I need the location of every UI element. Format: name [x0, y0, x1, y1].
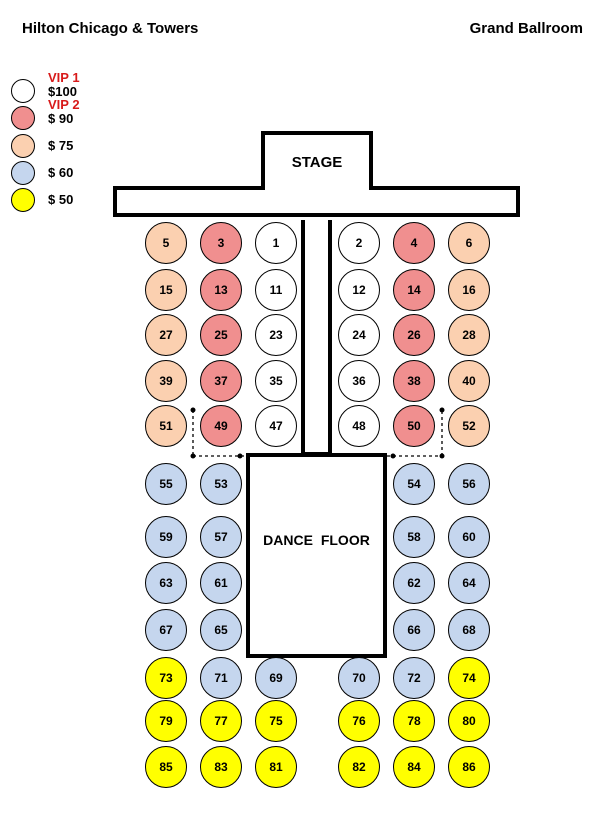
stage-joint [265, 184, 369, 190]
table-38: 38 [393, 360, 435, 402]
legend-swatch [11, 79, 35, 103]
table-49: 49 [200, 405, 242, 447]
table-79: 79 [145, 700, 187, 742]
table-40: 40 [448, 360, 490, 402]
table-2: 2 [338, 222, 380, 264]
table-51: 51 [145, 405, 187, 447]
table-1: 1 [255, 222, 297, 264]
legend-swatch [11, 106, 35, 130]
table-75: 75 [255, 700, 297, 742]
stage-label: STAGE [291, 154, 343, 171]
table-78: 78 [393, 700, 435, 742]
legend-tier-label: VIP 2 [48, 97, 80, 112]
table-50: 50 [393, 405, 435, 447]
table-14: 14 [393, 269, 435, 311]
table-58: 58 [393, 516, 435, 558]
table-24: 24 [338, 314, 380, 356]
table-25: 25 [200, 314, 242, 356]
table-66: 66 [393, 609, 435, 651]
table-71: 71 [200, 657, 242, 699]
table-61: 61 [200, 562, 242, 604]
table-28: 28 [448, 314, 490, 356]
table-68: 68 [448, 609, 490, 651]
table-59: 59 [145, 516, 187, 558]
table-52: 52 [448, 405, 490, 447]
table-62: 62 [393, 562, 435, 604]
table-74: 74 [448, 657, 490, 699]
table-73: 73 [145, 657, 187, 699]
table-26: 26 [393, 314, 435, 356]
table-80: 80 [448, 700, 490, 742]
table-27: 27 [145, 314, 187, 356]
legend-tier-label: VIP 1 [48, 70, 80, 85]
stage-platform [261, 131, 373, 189]
table-81: 81 [255, 746, 297, 788]
legend-item-50: $ 50 [11, 188, 151, 216]
table-16: 16 [448, 269, 490, 311]
table-15: 15 [145, 269, 187, 311]
venue-title: Hilton Chicago & Towers [22, 20, 199, 37]
table-57: 57 [200, 516, 242, 558]
table-37: 37 [200, 360, 242, 402]
legend-price: $ 75 [48, 138, 74, 153]
table-60: 60 [448, 516, 490, 558]
table-12: 12 [338, 269, 380, 311]
table-53: 53 [200, 463, 242, 505]
legend-item-vip1: VIP 1 $100 [11, 71, 151, 107]
table-5: 5 [145, 222, 187, 264]
table-11: 11 [255, 269, 297, 311]
table-6: 6 [448, 222, 490, 264]
table-23: 23 [255, 314, 297, 356]
legend-item-60: $ 60 [11, 161, 151, 189]
legend-item-75: $ 75 [11, 134, 151, 162]
legend-price: $ 90 [48, 111, 74, 126]
dance-floor [246, 453, 387, 658]
legend-item-vip2: VIP 2 $ 90 [11, 98, 151, 134]
legend-price: $ 60 [48, 165, 74, 180]
table-82: 82 [338, 746, 380, 788]
table-47: 47 [255, 405, 297, 447]
table-3: 3 [200, 222, 242, 264]
legend-price: $ 50 [48, 192, 74, 207]
table-67: 67 [145, 609, 187, 651]
table-70: 70 [338, 657, 380, 699]
table-77: 77 [200, 700, 242, 742]
table-86: 86 [448, 746, 490, 788]
table-36: 36 [338, 360, 380, 402]
table-48: 48 [338, 405, 380, 447]
table-69: 69 [255, 657, 297, 699]
table-72: 72 [393, 657, 435, 699]
table-65: 65 [200, 609, 242, 651]
table-63: 63 [145, 562, 187, 604]
legend-swatch [11, 161, 35, 185]
table-83: 83 [200, 746, 242, 788]
table-4: 4 [393, 222, 435, 264]
legend-swatch [11, 134, 35, 158]
table-39: 39 [145, 360, 187, 402]
legend-swatch [11, 188, 35, 212]
table-55: 55 [145, 463, 187, 505]
table-54: 54 [393, 463, 435, 505]
table-76: 76 [338, 700, 380, 742]
dance-floor-label: DANCE FLOOR [263, 532, 370, 548]
table-56: 56 [448, 463, 490, 505]
table-84: 84 [393, 746, 435, 788]
table-85: 85 [145, 746, 187, 788]
legend-price: $100 [48, 84, 77, 99]
room-title: Grand Ballroom [469, 20, 583, 37]
table-64: 64 [448, 562, 490, 604]
table-13: 13 [200, 269, 242, 311]
table-35: 35 [255, 360, 297, 402]
